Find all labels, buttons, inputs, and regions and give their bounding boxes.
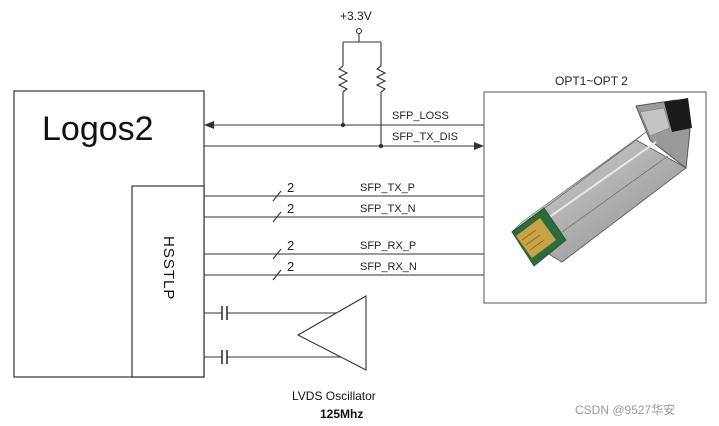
power-pullup-network [337, 27, 387, 146]
oscillator-frequency: 125Mhz [320, 407, 364, 421]
oscillator-name: LVDS Oscillator [292, 389, 376, 403]
hs-lanes [204, 190, 484, 281]
signal-tx-n: SFP_TX_N [360, 203, 416, 215]
signal-sfp-loss: SFP_LOSS [392, 110, 449, 122]
power-node [355, 27, 363, 35]
sfp-module-illustration [511, 98, 692, 267]
bus-count-rx-n: 2 [287, 259, 295, 274]
signal-rx-n: SFP_RX_N [360, 261, 417, 273]
clock-network [204, 295, 367, 371]
watermark-text: CSDN @9527华安 [575, 403, 676, 417]
bus-slash-rx-p [272, 248, 282, 260]
signal-rx-p: SFP_RX_P [360, 240, 417, 252]
bus-count-tx-n: 2 [287, 201, 295, 216]
hsstlp-label: HSSTLP [160, 236, 177, 301]
bus-slash-rx-n [272, 269, 282, 281]
signal-tx-p: SFP_TX_P [360, 182, 416, 194]
bus-count-rx-p: 2 [287, 238, 295, 253]
hsstlp-block [131, 185, 205, 378]
power-rail-label: +3.3V [340, 9, 372, 23]
wire-sfp-loss [204, 121, 484, 129]
wire-sfp-tx-dis [204, 142, 484, 150]
signal-sfp-tx-dis: SFP_TX_DIS [392, 131, 459, 143]
pullup-resistor-left [337, 65, 349, 93]
fpga-title: Logos2 [42, 110, 154, 148]
lvds-oscillator-symbol [296, 295, 367, 371]
bus-slash-tx-p [272, 190, 282, 202]
module-title: OPT1~OPT 2 [555, 74, 628, 88]
bus-slash-tx-n [272, 211, 282, 223]
pullup-resistor-right [375, 65, 387, 93]
bus-count-tx-p: 2 [287, 180, 295, 195]
